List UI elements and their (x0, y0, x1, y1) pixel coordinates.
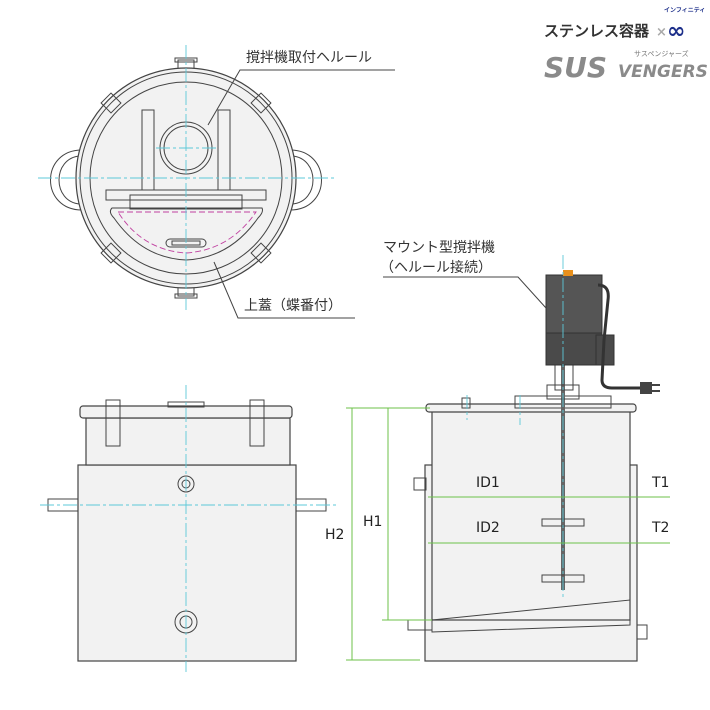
mixer-label-line2: （ヘルール接続） (380, 259, 492, 276)
lid-label: 上蓋（蝶番付） (244, 298, 342, 314)
logo-sus: SUS (544, 51, 607, 84)
side-view: マウント型撹拌機 （ヘルール接続） H2 H1 ID1 ID2 T1 T2 (325, 240, 670, 662)
mixer-label-line1: マウント型撹拌機 (383, 240, 495, 256)
t1-label: T1 (651, 475, 669, 491)
logo-brand-jp: ステンレス容器 (544, 22, 650, 40)
id1-label: ID1 (476, 475, 500, 491)
logo-cross: × (656, 25, 667, 40)
front-view (40, 385, 336, 672)
h1-label: H1 (363, 514, 382, 530)
logo: ステンレス容器 × インフィニティ ∞ SUS VENGERS サスペンジャーズ (544, 7, 708, 84)
dimension-lines (346, 407, 670, 661)
top-view: 撹拌機取付ヘルール 上蓋（蝶番付） (38, 45, 395, 319)
t2-label: T2 (651, 520, 669, 536)
infinity-icon: ∞ (667, 19, 685, 44)
ferrule-label: 撹拌機取付ヘルール (246, 50, 372, 66)
id2-label: ID2 (476, 520, 500, 536)
mount-mixer-motor (545, 270, 660, 394)
logo-vengers: VENGERS (618, 62, 708, 82)
logo-infinity-reading: インフィニティ (664, 7, 705, 14)
logo-vengers-reading: サスペンジャーズ (634, 49, 689, 58)
h2-label: H2 (325, 527, 344, 543)
